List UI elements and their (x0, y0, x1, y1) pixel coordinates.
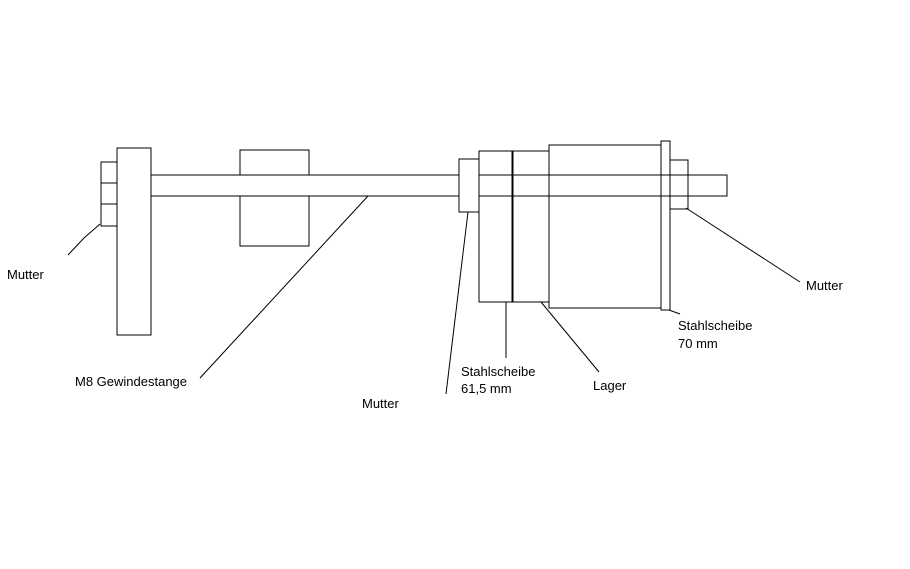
spacer-disc (512, 150, 550, 303)
right-nut (669, 159, 689, 210)
left-nut-segment-1 (100, 161, 118, 184)
label-mutter-right: Mutter (806, 278, 844, 293)
left-nut-segment-2 (100, 182, 118, 205)
label-mutter-center: Mutter (362, 396, 400, 411)
middle-block (239, 149, 310, 247)
label-lager: Lager (593, 378, 627, 393)
center-nut (458, 158, 480, 213)
leader-stahlscheibe-large (668, 309, 681, 315)
leader-gewindestange (199, 195, 369, 379)
label-stahlscheibe-large-line2: 70 mm (678, 336, 718, 351)
label-mutter-left: Mutter (7, 267, 45, 282)
steel-washer-70 (660, 140, 671, 311)
label-stahlscheibe-small-line2: 61,5 mm (461, 381, 512, 396)
label-gewindestange: M8 Gewindestange (75, 374, 187, 389)
label-stahlscheibe-small-line1: Stahlscheibe (461, 364, 535, 379)
steel-washer-61-5 (478, 150, 513, 303)
left-plate (116, 147, 152, 336)
label-stahlscheibe-large-line1: Stahlscheibe (678, 318, 752, 333)
leader-lager (540, 301, 600, 373)
bearing (548, 144, 662, 309)
leader-mutter-center (445, 211, 469, 395)
leader-mutter-right (685, 207, 801, 283)
leader-mutter-left (67, 223, 101, 256)
left-nut-segment-3 (100, 203, 118, 227)
